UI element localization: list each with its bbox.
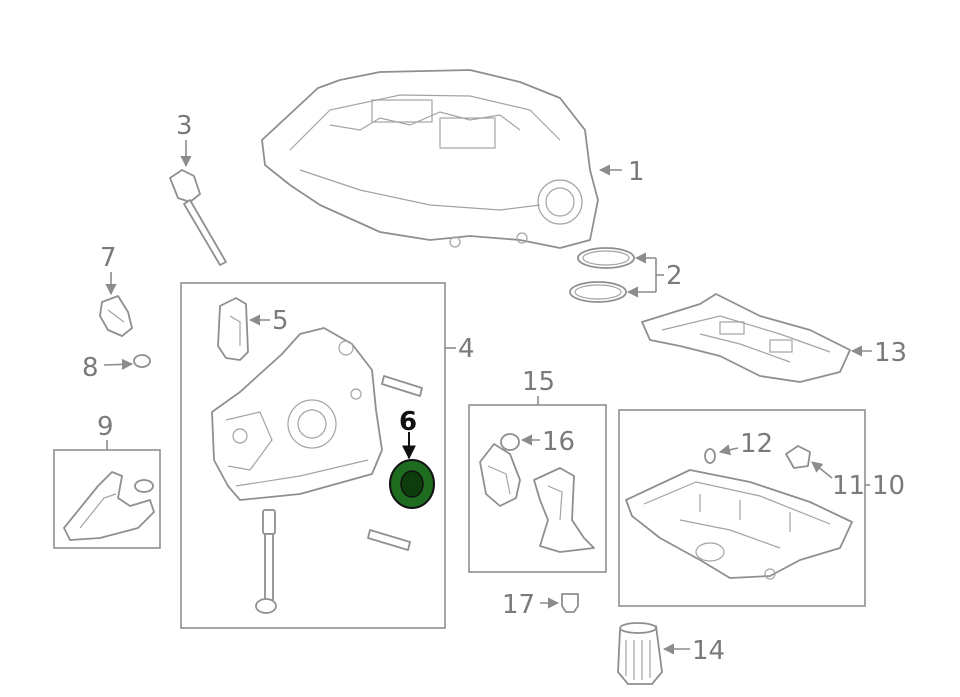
oil-seal-part[interactable] — [389, 459, 435, 509]
callout-16[interactable]: 16 — [542, 427, 575, 457]
callout-12[interactable]: 12 — [740, 429, 773, 459]
callout-5[interactable]: 5 — [272, 306, 289, 336]
baffle-plate-part[interactable] — [641, 293, 851, 383]
callout-17[interactable]: 17 — [502, 590, 535, 620]
callout-9[interactable]: 9 — [97, 412, 114, 442]
callout-8[interactable]: 8 — [82, 353, 99, 383]
callout-1[interactable]: 1 — [628, 157, 645, 187]
callout-6[interactable]: 6 — [399, 407, 417, 437]
callout-10[interactable]: 10 — [872, 471, 905, 501]
gasket-pair-part[interactable] — [569, 247, 635, 303]
drain-plug-part[interactable] — [561, 593, 579, 613]
callout-2[interactable]: 2 — [666, 261, 683, 291]
callout-4[interactable]: 4 — [458, 334, 475, 364]
bolt-upper-part[interactable] — [381, 375, 423, 397]
callout-14[interactable]: 14 — [692, 636, 725, 666]
plug-part[interactable] — [133, 354, 151, 368]
callout-11[interactable]: 11 — [832, 471, 865, 501]
oil-pump-part[interactable] — [211, 327, 383, 501]
bracket-part[interactable] — [63, 471, 155, 541]
part-4-box — [180, 282, 446, 629]
sensor-part[interactable] — [99, 295, 133, 337]
long-bolt-part[interactable] — [255, 509, 277, 614]
cover-part[interactable] — [217, 297, 249, 361]
leader-12 — [718, 444, 739, 456]
callout-15[interactable]: 15 — [522, 367, 555, 397]
intake-manifold-part[interactable] — [261, 69, 599, 249]
callout-3[interactable]: 3 — [176, 111, 193, 141]
dipstick-part[interactable] — [169, 169, 227, 266]
oil-pan-part[interactable] — [625, 469, 853, 580]
washer-part[interactable] — [704, 448, 716, 464]
strainer-part[interactable] — [479, 443, 595, 553]
part-10-box — [618, 409, 866, 607]
callout-13[interactable]: 13 — [874, 338, 907, 368]
oil-filter-part[interactable] — [617, 622, 663, 685]
oil-level-sensor-part[interactable] — [785, 445, 811, 469]
o-ring-part[interactable] — [500, 433, 520, 451]
callout-7[interactable]: 7 — [100, 243, 117, 273]
bolt-lower-part[interactable] — [367, 529, 411, 551]
leader-8 — [103, 358, 134, 370]
leader-11 — [811, 461, 833, 479]
